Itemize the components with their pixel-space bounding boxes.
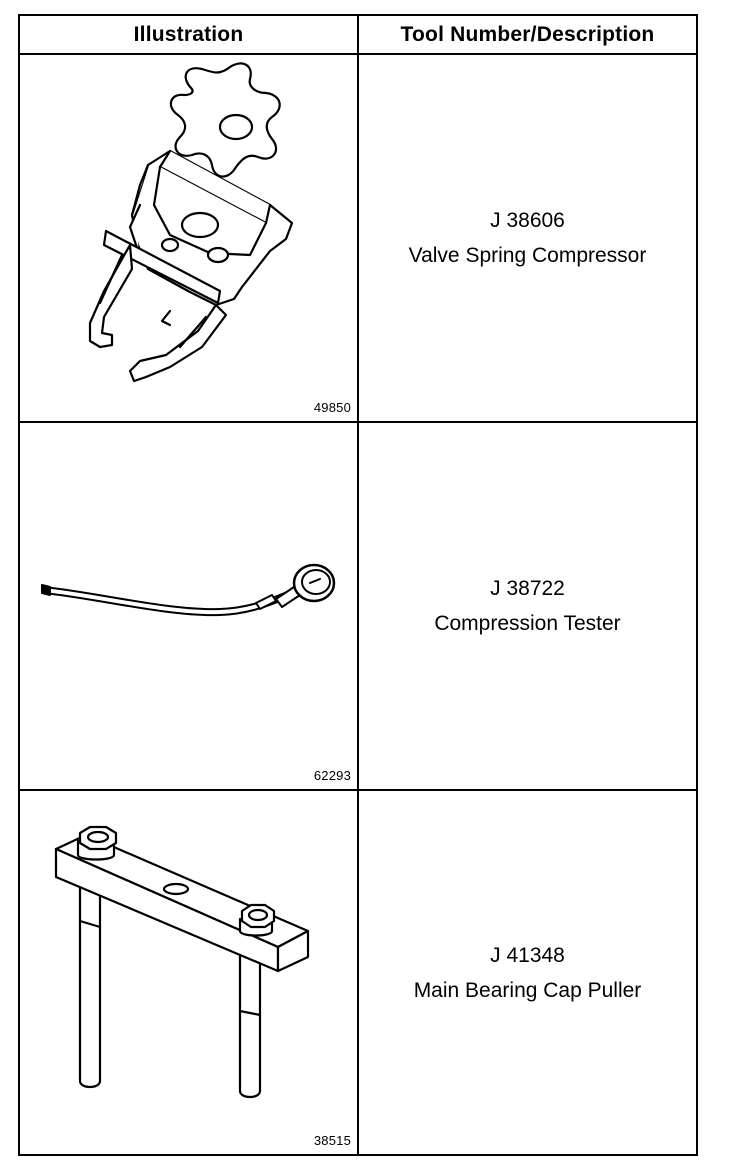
- figure-number: 49850: [313, 400, 351, 415]
- valve-spring-compressor-icon: [88, 62, 294, 383]
- header-tool-description: Tool Number/Description: [400, 23, 655, 46]
- table-row: 49850 J 38606 Valve Spring Compressor: [20, 55, 696, 423]
- description-cell: J 41348 Main Bearing Cap Puller: [359, 791, 696, 1154]
- description-cell: J 38606 Valve Spring Compressor: [359, 55, 696, 421]
- main-bearing-cap-puller-icon: [54, 825, 310, 1099]
- description-cell: J 38722 Compression Tester: [359, 423, 696, 789]
- tool-description: Valve Spring Compressor: [408, 244, 647, 267]
- figure-number: 62293: [313, 768, 351, 783]
- compression-tester-icon: [41, 563, 336, 617]
- tool-description: Compression Tester: [434, 612, 621, 635]
- illustration-cell: 49850: [20, 55, 357, 421]
- tool-number: J 41348: [490, 943, 565, 967]
- tools-table: Illustration Tool Number/Description: [18, 14, 698, 1156]
- table-row: 38515 J 41348 Main Bearing Cap Puller: [20, 791, 696, 1154]
- figure-number: 38515: [313, 1133, 351, 1148]
- tool-description: Main Bearing Cap Puller: [413, 978, 642, 1002]
- tool-number: J 38606: [490, 209, 565, 232]
- header-illustration: Illustration: [133, 23, 244, 46]
- table-row: 62293 J 38722 Compression Tester: [20, 423, 696, 791]
- illustration-cell: 38515: [20, 791, 357, 1154]
- tool-number: J 38722: [490, 577, 565, 600]
- column-divider: [357, 16, 359, 1154]
- illustration-cell: 62293: [20, 423, 357, 789]
